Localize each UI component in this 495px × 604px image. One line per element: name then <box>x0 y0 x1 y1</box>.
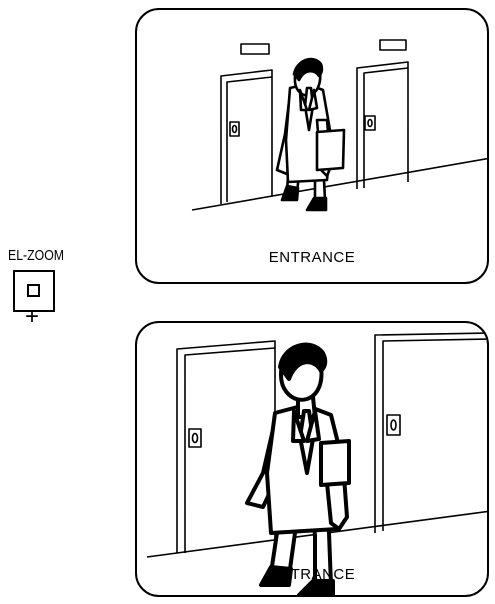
camera-view-zoomed: ENTRANCE <box>135 321 489 597</box>
person-figure-zoomed <box>247 345 349 595</box>
entrance-scene-normal <box>137 10 489 284</box>
right-door-sign <box>380 40 406 50</box>
plus-icon[interactable]: + <box>25 305 39 329</box>
square-icon <box>27 284 40 297</box>
camera-view-normal: ENTRANCE <box>135 8 489 284</box>
el-zoom-label: EL-ZOOM <box>8 247 64 264</box>
view-caption-zoomed: ENTRANCE <box>137 566 487 583</box>
entrance-scene-zoomed <box>137 323 489 597</box>
person-figure <box>277 59 344 210</box>
left-door-sign <box>241 44 269 54</box>
view-caption: ENTRANCE <box>137 249 487 266</box>
